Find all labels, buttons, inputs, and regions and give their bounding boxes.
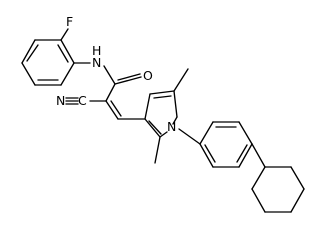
bond xyxy=(290,188,305,213)
bond xyxy=(159,131,168,138)
bond xyxy=(149,90,175,95)
carbonyl-oxygen-label: O xyxy=(143,68,153,83)
bond xyxy=(238,143,253,168)
bond xyxy=(103,65,116,85)
fluorophenyl-ring xyxy=(21,39,75,86)
nitrile-nitrogen-label: N xyxy=(56,93,65,108)
bond xyxy=(251,188,266,213)
pyrrole-ring xyxy=(144,90,178,138)
bond xyxy=(199,143,214,168)
methyl-bond xyxy=(154,136,161,164)
phenyl-ring xyxy=(199,121,253,168)
aromatic-bond xyxy=(204,144,216,163)
bond xyxy=(199,121,214,145)
bond xyxy=(117,73,141,81)
aromatic-bond xyxy=(57,44,69,63)
bond xyxy=(105,100,119,120)
methyl-bond xyxy=(173,68,189,92)
bond xyxy=(172,116,178,125)
bond xyxy=(238,121,253,145)
aromatic-bond xyxy=(236,144,248,163)
bond xyxy=(114,76,142,85)
bond xyxy=(290,166,305,190)
bond xyxy=(21,39,36,64)
bond xyxy=(173,90,178,118)
pyrrole-nitrogen-label: N xyxy=(167,119,176,134)
bond xyxy=(105,83,116,102)
chemical-structure-diagram: F N H O C N N xyxy=(21,14,305,213)
bond xyxy=(21,62,36,86)
aromatic-bond xyxy=(148,120,162,135)
bond xyxy=(144,93,151,120)
bond xyxy=(178,128,201,145)
bond xyxy=(144,118,161,138)
fluorine-atom-label: F xyxy=(66,14,73,29)
bond xyxy=(251,143,266,168)
bond xyxy=(60,28,69,41)
bond xyxy=(60,62,75,86)
aromatic-bond xyxy=(153,95,172,99)
amide-nitrogen-label: N xyxy=(92,55,101,70)
bond xyxy=(251,166,266,190)
amide-hydrogen-label: H xyxy=(92,43,101,58)
cyclohexyl-ring xyxy=(251,166,305,213)
nitrile-carbon-label: C xyxy=(78,93,87,108)
bond xyxy=(60,39,75,64)
bond xyxy=(110,100,122,117)
aromatic-bond xyxy=(26,44,39,62)
